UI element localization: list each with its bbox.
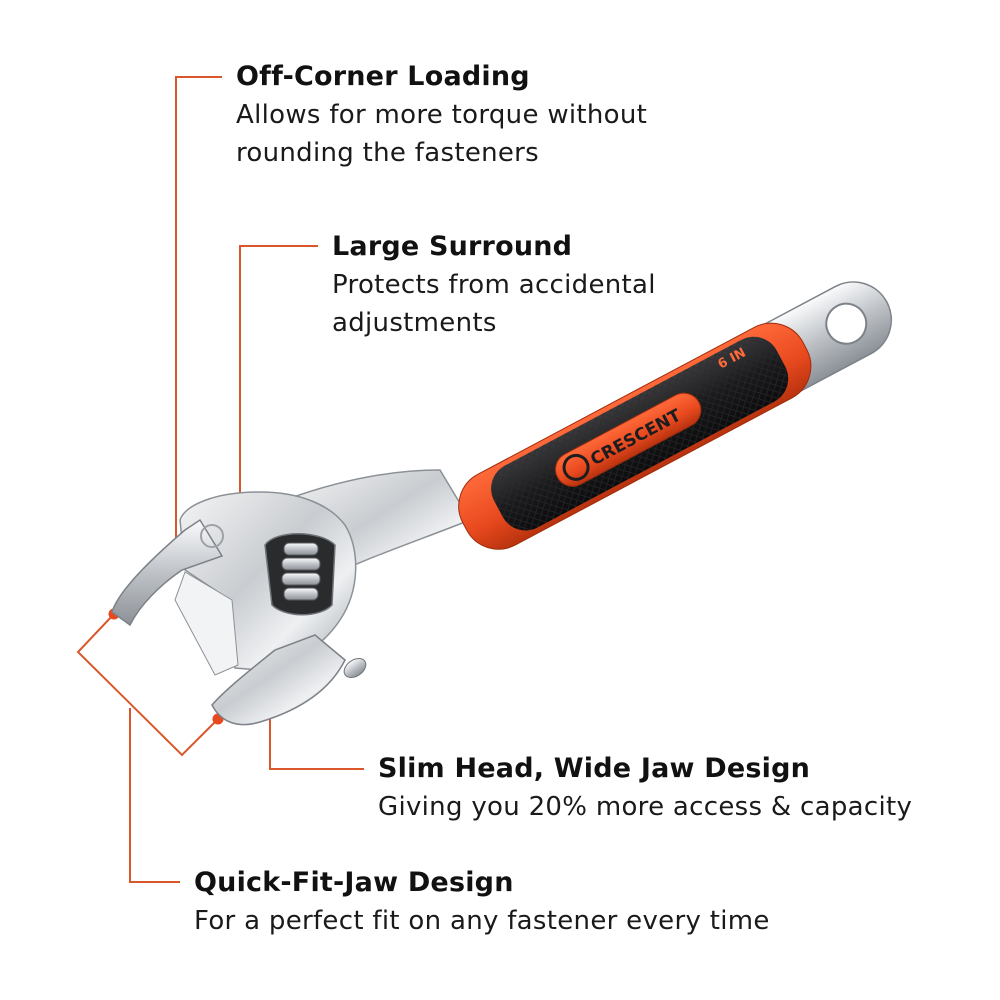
callout-quick-fit-jaw: Quick-Fit-Jaw Design For a perfect fit o… [194,864,894,940]
leader-lines [76,76,364,883]
callout-desc-line: For a perfect fit on any fastener every … [194,906,770,936]
callout-title: Quick-Fit-Jaw Design [194,867,514,898]
hang-hole [825,302,868,345]
worm-screw [281,542,321,601]
callout-desc-line: adjustments [332,308,497,338]
callout-title: Large Surround [332,231,573,262]
leader-off-corner [175,76,222,554]
callout-off-corner-loading: Off-Corner Loading Allows for more torqu… [236,58,756,172]
leader-large-surround [239,245,318,541]
callout-desc-line: rounding the fasteners [236,138,540,168]
jaw-pin [343,657,367,679]
callout-desc-line: Allows for more torque without [236,100,648,130]
leader-slim-head [269,699,364,770]
moving-jaw [211,634,346,726]
callout-desc-line: Protects from accidental [332,270,656,300]
leader-quick-fit [129,708,180,883]
callout-large-surround: Large Surround Protects from accidental … [332,228,752,342]
head-logo-emboss [200,524,224,548]
wrench-handle: CRESCENT 6 IN [458,281,893,550]
wrench-body [111,469,472,726]
fixed-jaw [111,518,224,627]
callout-title: Off-Corner Loading [236,61,530,92]
jaw-slot [174,571,239,676]
logo-plate [555,392,702,487]
callout-desc-line: Giving you 20% more access & capacity [378,792,913,822]
callout-slim-head-wide-jaw: Slim Head, Wide Jaw Design Giving you 20… [378,750,978,826]
callout-title: Slim Head, Wide Jaw Design [378,753,811,784]
leader-quick-fit-bracket [76,613,219,757]
crescent-logo-icon [562,453,590,481]
